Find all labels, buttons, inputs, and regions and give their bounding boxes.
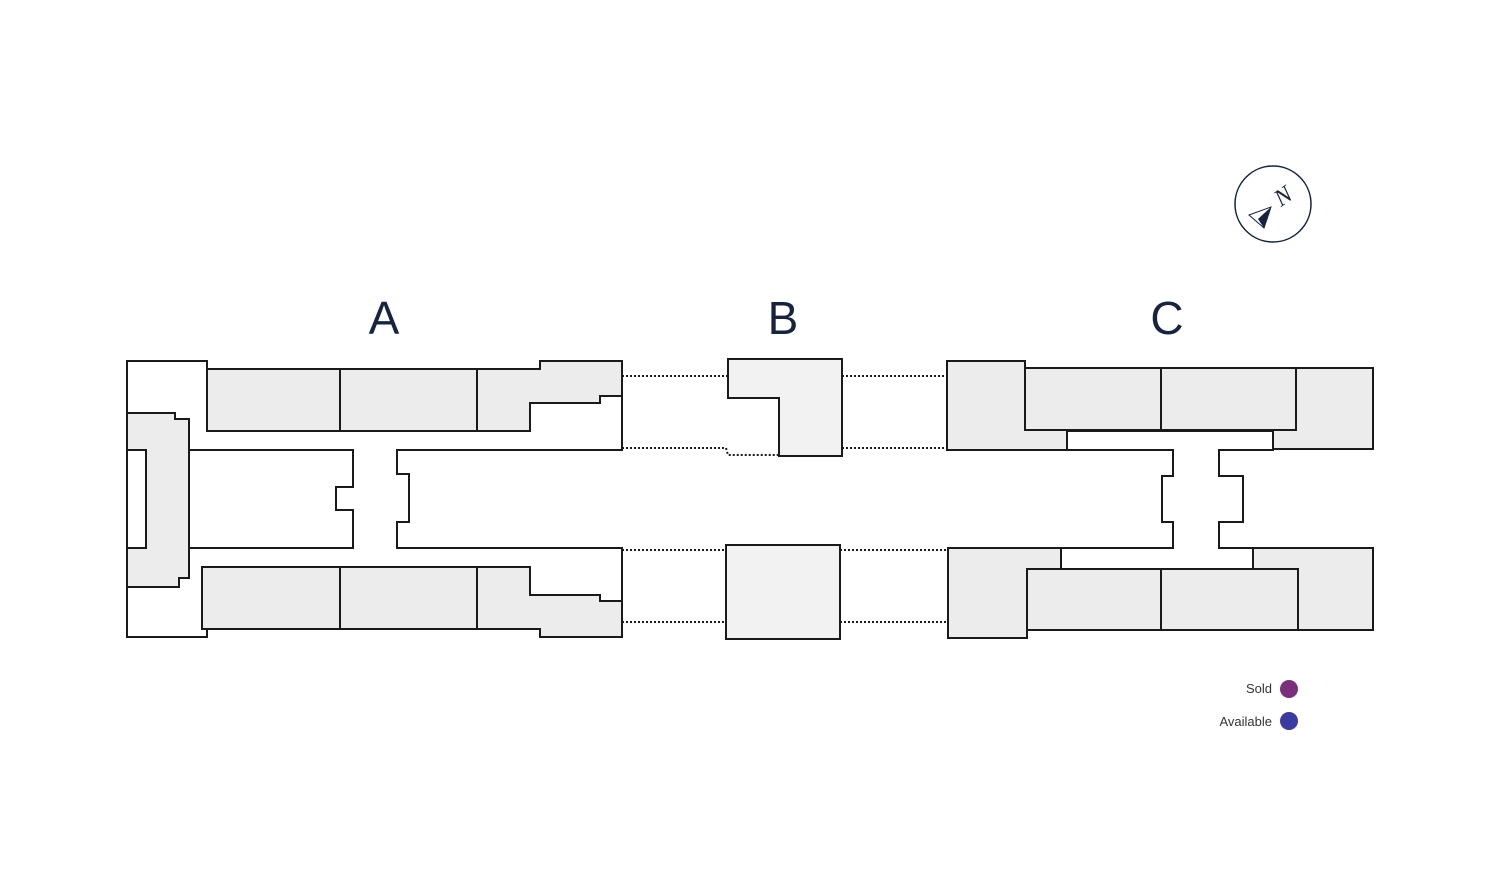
unit-c-bottom-2[interactable] bbox=[1160, 568, 1299, 631]
legend: Sold Available bbox=[1219, 680, 1298, 730]
building-label-a: A bbox=[369, 292, 400, 344]
building-b bbox=[725, 358, 843, 640]
legend-label-sold: Sold bbox=[1246, 681, 1272, 696]
legend-swatch-available bbox=[1280, 712, 1298, 730]
unit-a-left[interactable] bbox=[126, 412, 190, 588]
unit-b-top[interactable] bbox=[727, 358, 843, 457]
compass: N bbox=[1234, 165, 1312, 243]
north-arrow-icon bbox=[1248, 206, 1272, 229]
unit-c-top-2[interactable] bbox=[1160, 367, 1297, 431]
walkways-a-b bbox=[622, 375, 779, 623]
legend-item-sold: Sold bbox=[1246, 680, 1298, 698]
unit-c-bottom-right[interactable] bbox=[1252, 547, 1374, 631]
walkway-a-b-top-2 bbox=[622, 447, 779, 456]
building-a-courtyard bbox=[188, 449, 354, 549]
unit-c-top-right[interactable] bbox=[1272, 367, 1374, 450]
unit-a-bottom-1[interactable] bbox=[201, 566, 341, 630]
legend-swatch-sold bbox=[1280, 680, 1298, 698]
building-c-corridor bbox=[1060, 430, 1274, 570]
unit-a-bottom-3[interactable] bbox=[476, 566, 623, 638]
unit-a-top-3[interactable] bbox=[476, 360, 623, 432]
unit-c-bottom-1[interactable] bbox=[1026, 568, 1162, 631]
compass-ring bbox=[1234, 165, 1312, 243]
unit-a-top-1[interactable] bbox=[206, 368, 341, 432]
building-a bbox=[126, 360, 623, 638]
building-label-c: C bbox=[1150, 292, 1183, 344]
building-label-b: B bbox=[768, 292, 799, 344]
unit-a-bottom-2[interactable] bbox=[339, 566, 478, 630]
legend-item-available: Available bbox=[1219, 712, 1298, 730]
legend-label-available: Available bbox=[1219, 714, 1272, 729]
unit-b-bottom[interactable] bbox=[725, 544, 841, 640]
unit-c-top-1[interactable] bbox=[1024, 367, 1162, 431]
building-c bbox=[946, 360, 1374, 639]
unit-a-top-2[interactable] bbox=[339, 368, 478, 432]
walkways-b-c bbox=[840, 375, 948, 623]
